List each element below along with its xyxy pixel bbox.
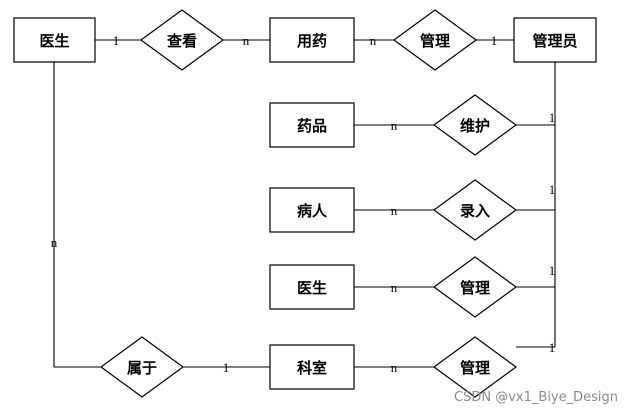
relationship-manage-department-label: 管理 — [460, 359, 490, 377]
relationship-belongs-to-label: 属于 — [127, 359, 157, 377]
entity-medication: 用药 — [269, 17, 355, 63]
entity-doctor-sub: 医生 — [269, 264, 355, 310]
relationship-record-label: 录入 — [460, 202, 490, 220]
watermark: CSDN @vx1_Biye_Design — [454, 390, 618, 405]
connections — [53, 39, 556, 368]
relationship-manage-doctor-label: 管理 — [460, 279, 490, 297]
cardinality-label: n — [51, 235, 58, 250]
relationship-manage-medication: 管理 — [392, 9, 478, 71]
entity-doctor-main: 医生 — [13, 17, 96, 63]
cardinality-label: 1 — [549, 182, 556, 197]
relationship-maintain: 维护 — [432, 94, 518, 156]
entity-patient: 病人 — [269, 187, 355, 233]
relationship-maintain-label: 维护 — [460, 117, 490, 135]
edge-doctor-belongs — [53, 62, 101, 368]
entity-department: 科室 — [269, 344, 355, 390]
cardinality-label: n — [243, 33, 250, 48]
cardinalities: 1 n n 1 n 1 n 1 n 1 n 1 n 1 — [51, 33, 556, 375]
cardinality-label: 1 — [223, 360, 230, 375]
entity-doctor-sub-label: 医生 — [297, 279, 327, 297]
entity-department-label: 科室 — [297, 359, 327, 377]
entity-drug: 药品 — [269, 102, 355, 148]
cardinality-label: 1 — [549, 263, 556, 278]
cardinality-label: 1 — [549, 340, 556, 355]
entity-administrator-label: 管理员 — [532, 32, 577, 50]
cardinality-label: 1 — [491, 33, 498, 48]
entity-administrator: 管理员 — [513, 17, 597, 63]
cardinality-label: 1 — [549, 110, 556, 125]
cardinality-label: n — [391, 360, 398, 375]
cardinality-label: n — [391, 280, 398, 295]
entity-drug-label: 药品 — [297, 117, 327, 135]
cardinality-label: n — [391, 203, 398, 218]
relationship-manage-department: 管理 — [432, 336, 518, 398]
entity-patient-label: 病人 — [297, 202, 328, 220]
cardinality-label: 1 — [113, 33, 120, 48]
cardinality-label: n — [370, 33, 377, 48]
relationship-manage-doctor: 管理 — [432, 256, 518, 318]
entity-doctor-main-label: 医生 — [39, 32, 69, 50]
relationship-belongs-to: 属于 — [99, 336, 185, 398]
relationship-view-label: 查看 — [167, 32, 197, 50]
relationship-view: 查看 — [139, 9, 225, 71]
relationship-manage-medication-label: 管理 — [420, 32, 450, 50]
cardinality-label: n — [391, 118, 398, 133]
relationship-record: 录入 — [432, 179, 518, 241]
entity-medication-label: 用药 — [297, 32, 327, 50]
